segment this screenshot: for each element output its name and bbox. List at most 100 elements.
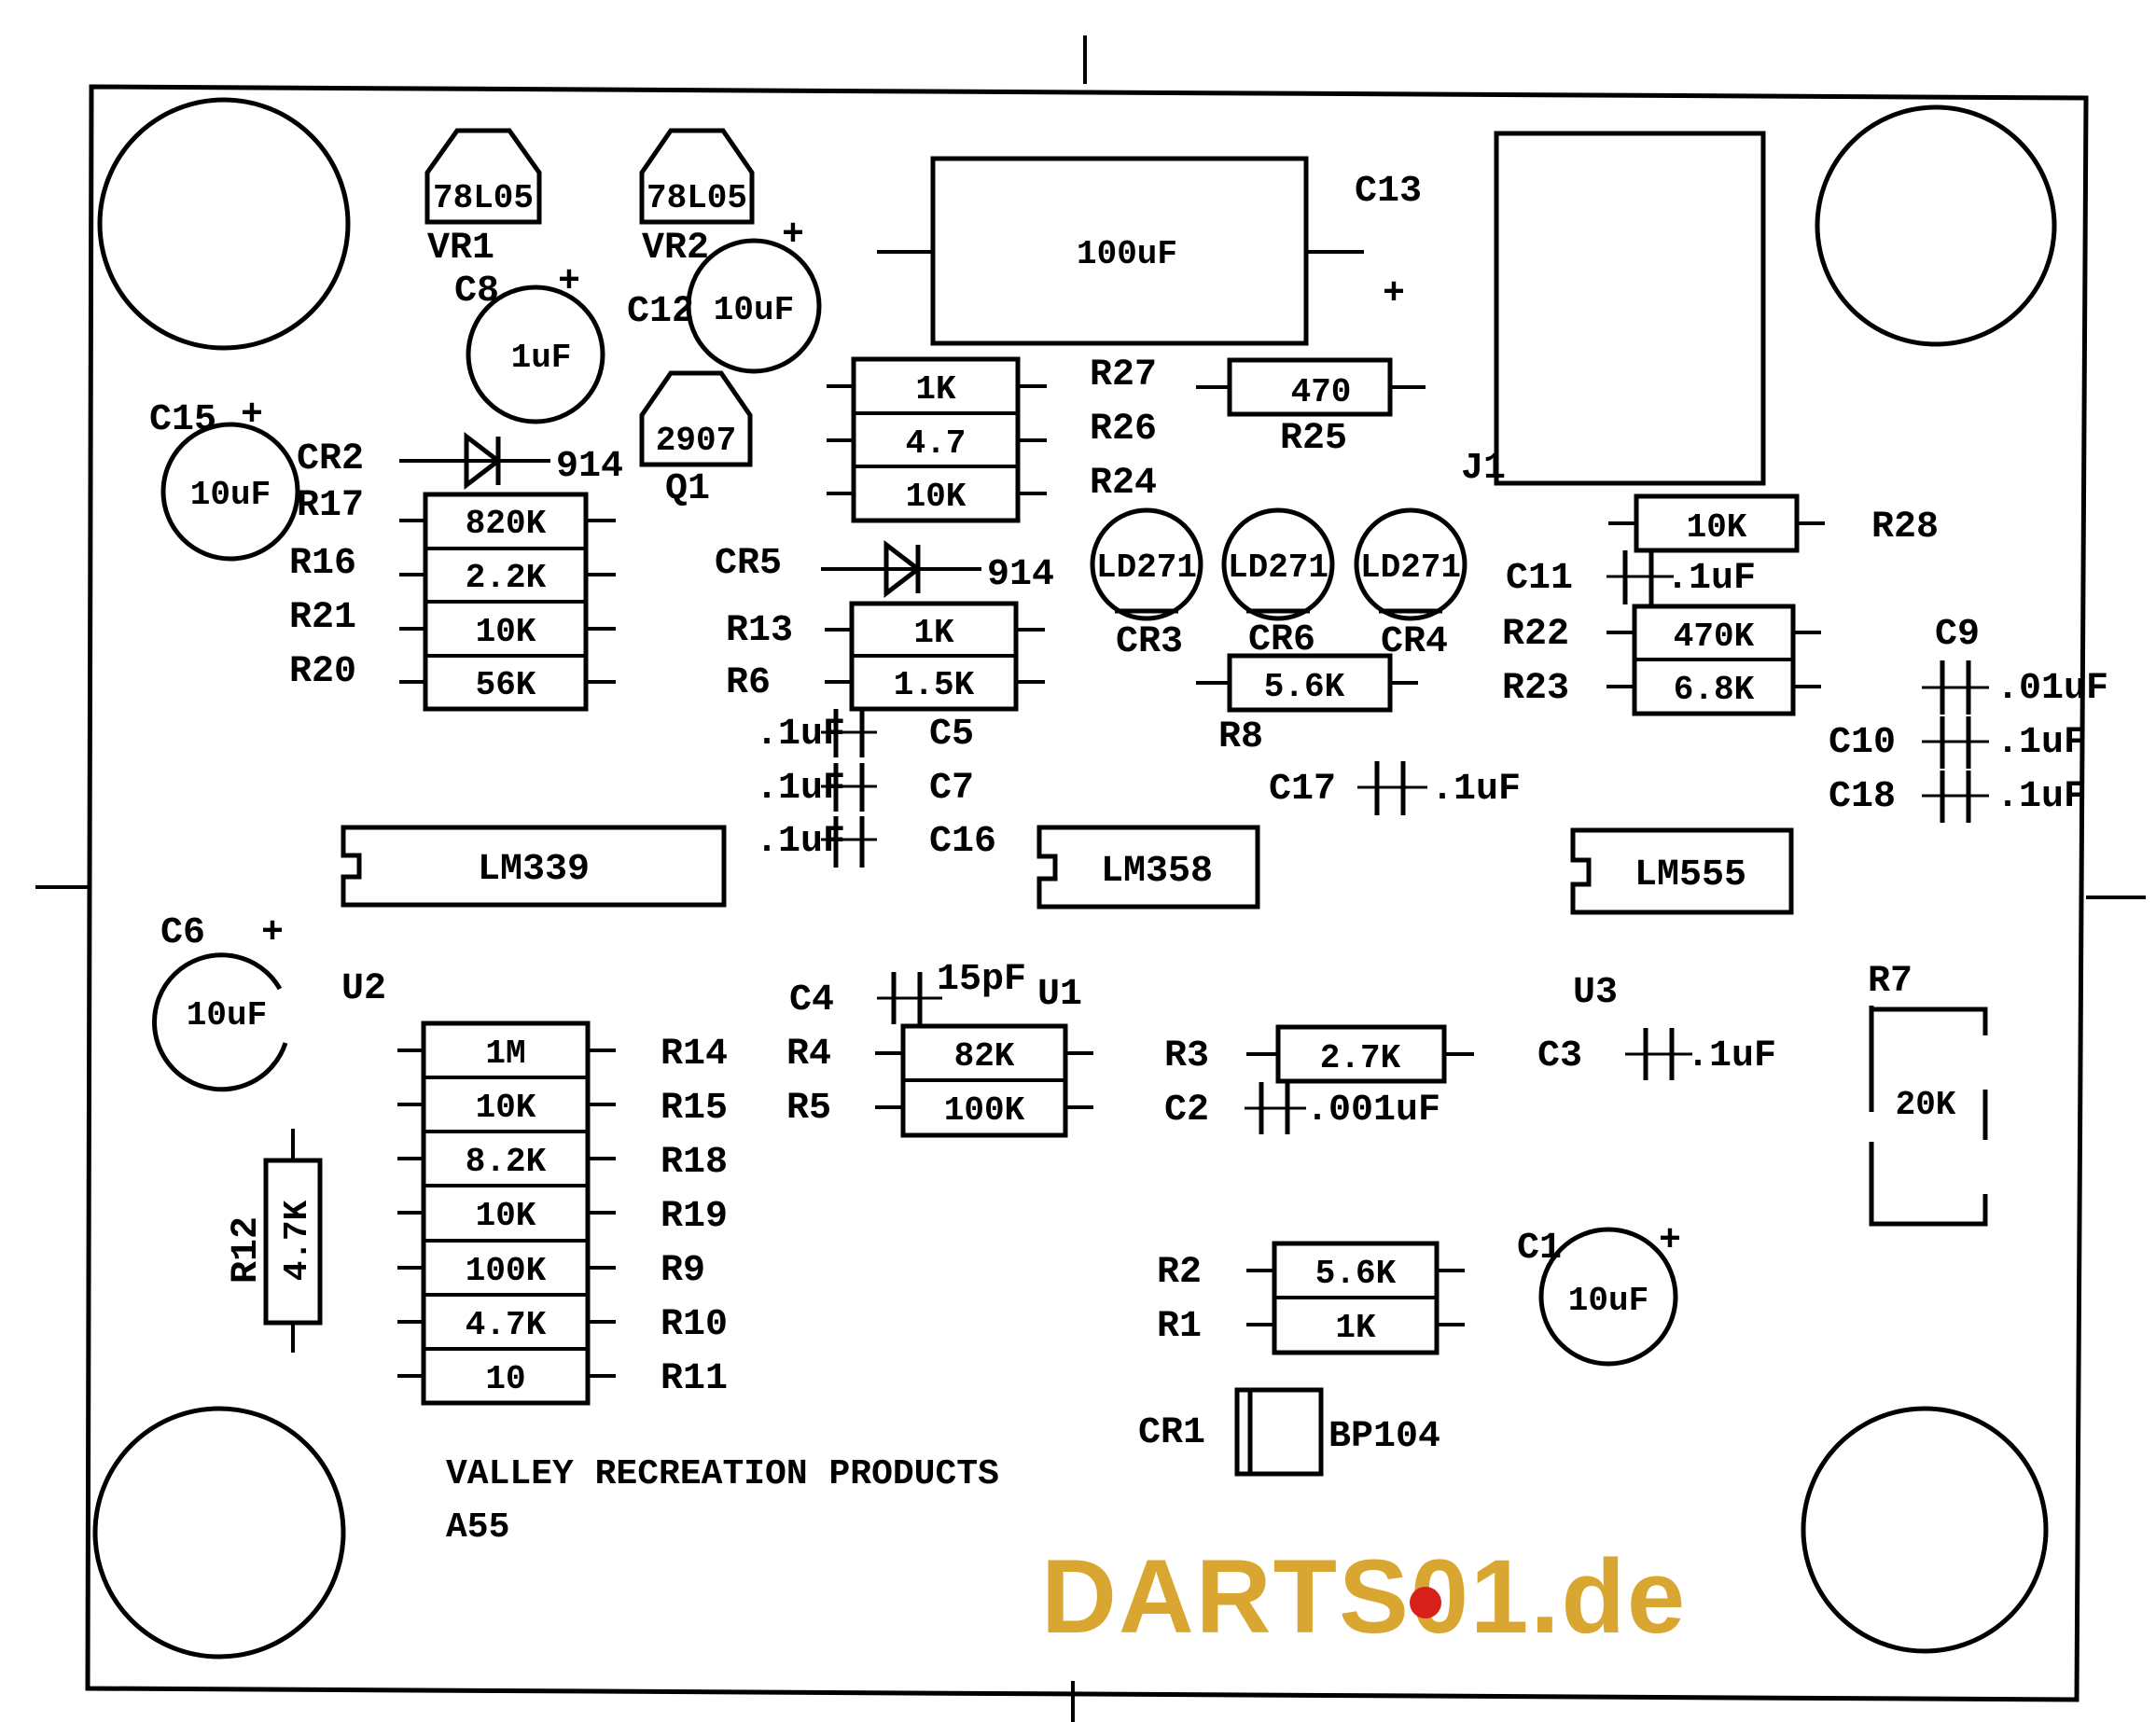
- board-subtitle: A55: [446, 1507, 509, 1548]
- r20-value: 56K: [476, 666, 536, 704]
- r17-value: 820K: [466, 505, 547, 543]
- c1-ref: C1: [1517, 1228, 1562, 1270]
- resistor-r25: 470 R25: [1196, 357, 1426, 460]
- q1-ref: Q1: [665, 468, 710, 510]
- cr3-part: LD271: [1096, 549, 1197, 587]
- r26-value: 4.7: [906, 424, 967, 463]
- resistor-stack-center-bottom: [875, 1023, 1093, 1138]
- cap-c8: 1uF C8 +: [454, 261, 605, 424]
- c10-value: .1uF: [1996, 722, 2086, 764]
- r8-value: 5.6K: [1264, 668, 1345, 706]
- r2-value: 5.6K: [1315, 1255, 1397, 1293]
- c2-value: .001uF: [1306, 1090, 1440, 1132]
- r8-ref: R8: [1218, 716, 1263, 758]
- c15-value: 10uF: [190, 476, 271, 514]
- r28-value: 10K: [1687, 508, 1747, 547]
- cr2-part: 914: [556, 446, 623, 488]
- r22-ref: R22: [1502, 614, 1569, 656]
- cr5-part: 914: [987, 554, 1054, 596]
- r7-ref: R7: [1868, 961, 1913, 1003]
- cr1-part: BP104: [1328, 1416, 1440, 1458]
- r1-ref: R1: [1157, 1306, 1202, 1348]
- vr1-ref: VR1: [427, 228, 494, 270]
- r14-value: 1M: [485, 1035, 525, 1073]
- cap-c15: 10uF C15 +: [149, 395, 300, 562]
- c16-value: .1uF: [756, 821, 845, 863]
- diode-cr5: CR5 914: [715, 539, 1054, 599]
- c6-polarity: +: [261, 912, 284, 954]
- resistor-stack-center-bottom-text: 82K 100K R4 R5: [786, 1034, 1025, 1130]
- resistor-stack-lower-right-text: 5.6K 1K R2 R1: [1157, 1252, 1397, 1348]
- resistor-stack-center-mid-text: 1K 1.5K R13 R6: [726, 610, 975, 704]
- r5-ref: R5: [786, 1088, 831, 1130]
- c12-ref: C12: [627, 291, 694, 333]
- cr6-part: LD271: [1228, 549, 1328, 587]
- u1-ref: U1: [1037, 974, 1082, 1016]
- c4-value: 15pF: [937, 959, 1026, 1001]
- vr2-ref: VR2: [642, 228, 709, 270]
- u3-ref: U3: [1573, 972, 1618, 1014]
- c3-ref: C3: [1537, 1035, 1582, 1077]
- film-cap-c2: C2 .001uF: [1164, 1082, 1440, 1134]
- r26-ref: R26: [1090, 409, 1157, 451]
- c15-ref: C15: [149, 399, 216, 441]
- c5-ref: C5: [929, 714, 974, 756]
- c8-polarity: +: [558, 261, 580, 303]
- r23-value: 6.8K: [1674, 671, 1755, 709]
- r16-ref: R16: [289, 543, 356, 585]
- led-cr3: LD271 CR3: [1090, 507, 1203, 663]
- mounting-hole-bottom-right: [1801, 1406, 2049, 1654]
- j1-ref: J1: [1461, 448, 1506, 490]
- u2-part: LM339: [478, 849, 590, 891]
- c16-ref: C16: [929, 821, 996, 863]
- c6-value: 10uF: [187, 996, 267, 1035]
- c11-value: .1uF: [1666, 558, 1756, 600]
- c10-ref: C10: [1829, 722, 1896, 764]
- r24-ref: R24: [1090, 463, 1157, 505]
- cr4-part: LD271: [1360, 549, 1461, 587]
- c12-polarity: +: [782, 215, 804, 257]
- logo-dot-icon: [1410, 1587, 1441, 1618]
- ic-u3: LM555 U3: [1570, 827, 1794, 1014]
- cr5-ref: CR5: [715, 543, 782, 585]
- mounting-hole-top-right: [1815, 104, 2057, 347]
- c7-ref: C7: [929, 768, 974, 810]
- c9-value: .01uF: [1996, 668, 2108, 710]
- r14-ref: R14: [661, 1034, 728, 1076]
- r18-ref: R18: [661, 1142, 728, 1184]
- c12-value: 10uF: [714, 291, 794, 329]
- logo-wordmark: DARTS01.de: [1041, 1538, 1687, 1655]
- board-title: VALLEY RECREATION PRODUCTS: [446, 1454, 999, 1494]
- film-cap-group-left: [821, 709, 877, 868]
- u1-part: LM358: [1101, 851, 1213, 893]
- r3-ref: R3: [1164, 1035, 1209, 1077]
- r18-value: 8.2K: [466, 1143, 547, 1181]
- r10-value: 4.7K: [466, 1306, 547, 1344]
- r25-value: 470: [1291, 373, 1352, 411]
- cap-c13: 100uF C13 +: [877, 156, 1422, 346]
- mounting-hole-bottom-left: [92, 1406, 346, 1660]
- cr2-ref: CR2: [297, 438, 364, 480]
- r6-ref: R6: [726, 662, 771, 704]
- r17-ref: R17: [297, 485, 364, 527]
- pot-r7: R7 20K: [1868, 961, 1988, 1227]
- c17-value: .1uF: [1431, 769, 1521, 811]
- r10-ref: R10: [661, 1304, 728, 1346]
- resistor-r8: 5.6K R8: [1196, 653, 1418, 758]
- resistor-r3: 2.7K R3: [1164, 1024, 1474, 1084]
- r15-ref: R15: [661, 1088, 728, 1130]
- r5-value: 100K: [944, 1091, 1025, 1130]
- r20-ref: R20: [289, 651, 356, 693]
- film-cap-c11: C11 .1uF: [1506, 550, 1756, 604]
- film-cap-c4: C4 15pF: [789, 959, 1026, 1024]
- vr2-part: 78L05: [647, 179, 747, 217]
- r16-value: 2.2K: [466, 559, 547, 597]
- u3-part: LM555: [1634, 854, 1746, 896]
- c4-ref: C4: [789, 979, 834, 1021]
- r21-ref: R21: [289, 597, 356, 639]
- c13-value: 100uF: [1077, 235, 1177, 273]
- r11-value: 10: [485, 1360, 525, 1398]
- r22-value: 470K: [1674, 618, 1755, 656]
- film-cap-group-right: [1922, 660, 1989, 823]
- cap-c6: 10uF C6 +: [152, 912, 288, 1092]
